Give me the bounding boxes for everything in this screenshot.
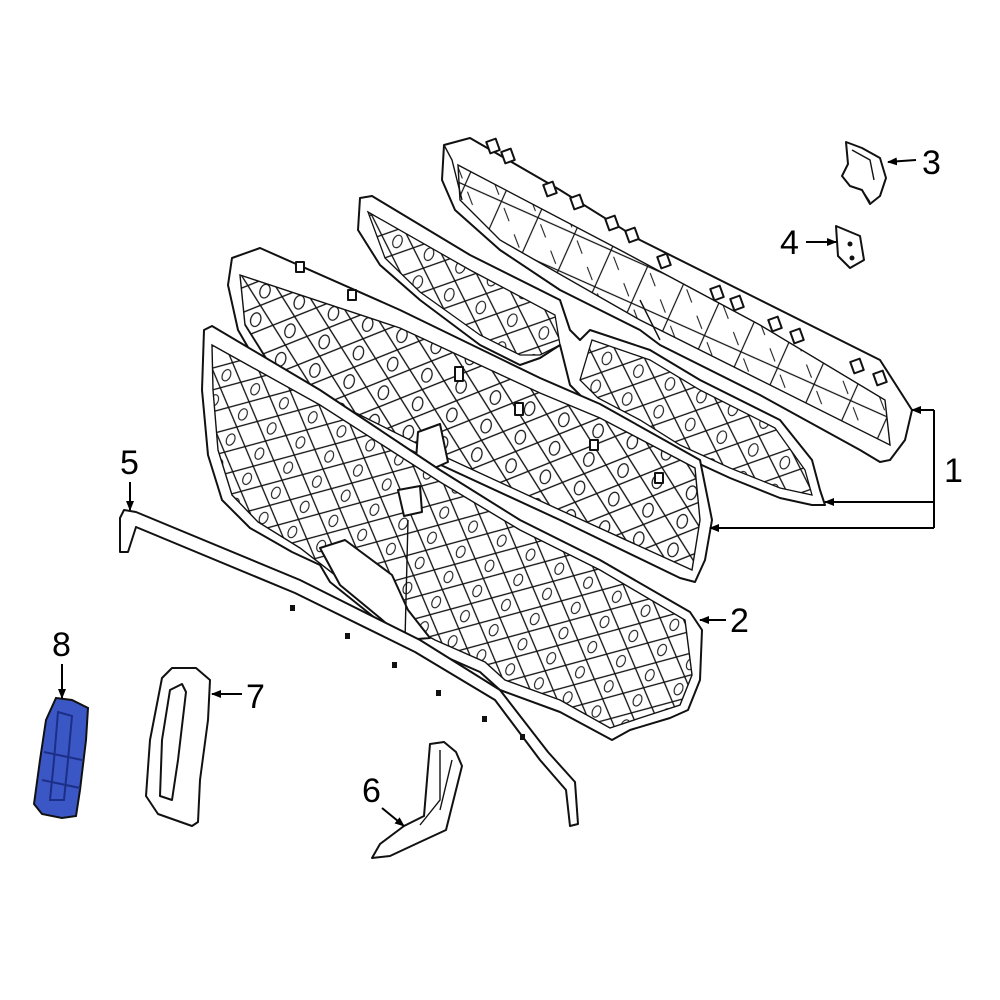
callout-5: 5 (120, 444, 139, 482)
emblem-body (32, 696, 90, 820)
callout-1: 1 (944, 452, 963, 490)
callout-7: 7 (246, 678, 265, 716)
mounting-tabs-rear (485, 137, 888, 387)
leader-lines (58, 157, 935, 827)
callout-labels: 1 2 3 4 5 6 7 8 (52, 144, 963, 810)
grille-reinforcement-rear (441, 137, 913, 463)
callout-6: 6 (362, 772, 381, 810)
support-bracket (371, 741, 463, 859)
emblem-highlighted (32, 696, 90, 820)
emblem-bezel (145, 667, 211, 827)
clip-part (841, 141, 887, 205)
grille-mesh-insert-middle (357, 195, 826, 506)
emblem-inner-detail (41, 710, 83, 801)
callout-4: 4 (780, 224, 799, 262)
mounting-tabs-front-frame (295, 261, 664, 484)
grille-assembly (201, 325, 703, 741)
bracket-part (835, 225, 865, 269)
callout-3: 3 (922, 144, 941, 182)
lower-molding-strip (119, 509, 579, 827)
callout-8: 8 (52, 626, 71, 664)
molding-strip-clips (290, 605, 525, 740)
callout-2: 2 (730, 602, 749, 640)
